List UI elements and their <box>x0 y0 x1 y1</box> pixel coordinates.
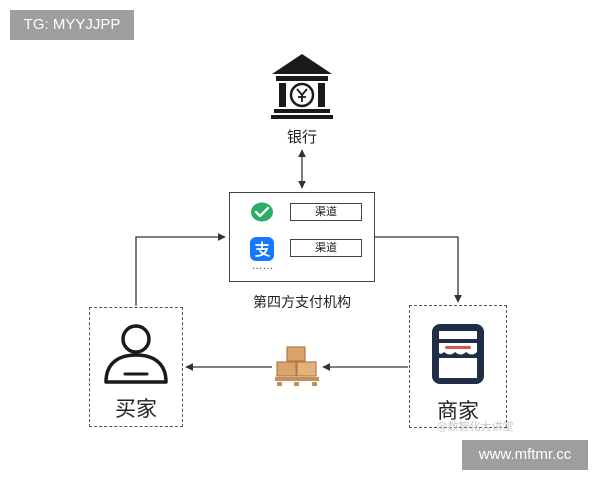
wechat-pay-icon <box>251 202 273 222</box>
merchant-label: 商家 <box>437 399 479 423</box>
channel-field-wechat: 渠道 <box>290 203 362 221</box>
channel-more-ellipsis: …… <box>252 261 274 272</box>
buyer-label: 买家 <box>115 397 157 421</box>
alipay-icon <box>250 237 274 261</box>
boxes-icon <box>275 346 319 386</box>
buyer-to-agency-arrow <box>135 233 226 306</box>
watermark: @数智化大讲堂 <box>436 420 514 433</box>
site-url-badge: www.mftmr.cc <box>462 440 588 470</box>
tg-badge: TG: MYYJJPP <box>10 10 134 40</box>
payment-agency-box: 渠道 渠道 …… <box>229 192 375 282</box>
agency-label: 第四方支付机构 <box>253 295 351 311</box>
user-icon <box>104 324 168 384</box>
bank-label: 银行 <box>286 128 317 146</box>
shop-icon <box>432 324 484 384</box>
channel-field-alipay: 渠道 <box>290 239 362 257</box>
agency-to-merchant-arrow <box>375 236 462 303</box>
bank-icon <box>271 54 333 119</box>
